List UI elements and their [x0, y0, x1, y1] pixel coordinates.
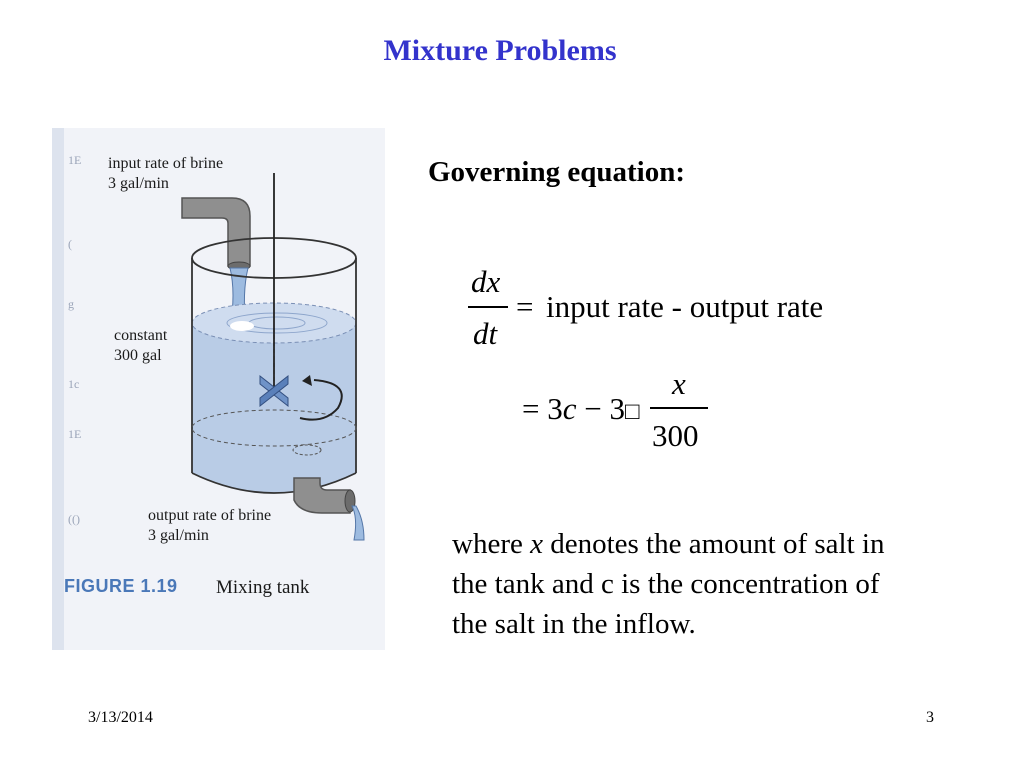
- eq-line2-minus: − 3: [576, 391, 625, 426]
- paragraph-part1: where: [452, 528, 531, 560]
- input-rate-label: input rate of brine 3 gal/min: [108, 154, 223, 194]
- eq-line2-prefix: = 3: [522, 391, 563, 426]
- eq-lhs-denominator: dt: [473, 318, 497, 349]
- paragraph-var-x: x: [530, 528, 543, 560]
- eq-lhs-numerator: dx: [471, 266, 500, 297]
- eq-line2-frac-numerator-text: x: [672, 366, 686, 401]
- svg-text:1c: 1c: [68, 377, 79, 391]
- eq-lhs-numerator-text: dx: [471, 264, 501, 299]
- output-rate-label: output rate of brine 3 gal/min: [148, 506, 271, 546]
- eq-line2: = 3c − 3□: [522, 393, 639, 424]
- figure-caption-label: FIGURE 1.19: [64, 576, 178, 596]
- eq-equals: =: [516, 289, 534, 324]
- svg-text:((): ((): [68, 512, 80, 526]
- svg-text:1E: 1E: [68, 427, 81, 441]
- eq-line2-frac-denominator: 300: [652, 418, 699, 453]
- svg-text:g: g: [68, 297, 74, 311]
- eq-lhs-fraction-bar: [468, 306, 508, 308]
- slide-title: Mixture Problems: [383, 34, 617, 67]
- output-rate-label-line2: 3 gal/min: [148, 527, 209, 544]
- eq-line2-box: □: [624, 399, 640, 425]
- eq-line2-frac-numerator: x: [672, 368, 686, 399]
- eq-lhs-denominator-text: dt: [473, 316, 498, 351]
- input-rate-label-line1: input rate of brine: [108, 155, 224, 172]
- eq-rhs: input rate - output rate: [546, 289, 824, 324]
- mixing-tank-figure: 1E ( g 1c 1E (() input rate of brine 3 g…: [52, 128, 385, 650]
- input-rate-label-line2: 3 gal/min: [108, 175, 169, 192]
- footer-page-number: 3: [926, 709, 934, 726]
- footer-date: 3/13/2014: [88, 709, 153, 726]
- constant-volume-label-line2: 300 gal: [114, 347, 162, 364]
- eq-line2-c: c: [562, 391, 577, 426]
- output-rate-label-line1: output rate of brine: [148, 507, 272, 524]
- svg-text:(: (: [68, 237, 72, 251]
- eq-line2-fraction-bar: [650, 407, 708, 409]
- svg-text:1E: 1E: [68, 153, 81, 167]
- figure-caption-text: Mixing tank: [216, 577, 310, 598]
- constant-volume-label-line1: constant: [114, 327, 168, 344]
- explanation-paragraph: where x denotes the amount of salt in th…: [452, 524, 892, 644]
- governing-equation-heading: Governing equation:: [428, 156, 685, 188]
- constant-volume-label: constant 300 gal: [114, 326, 167, 366]
- mixing-tank-drawing: 1E ( g 1c 1E ((): [52, 128, 365, 650]
- paragraph-part2: denotes the amount of salt in the tank a…: [452, 528, 885, 640]
